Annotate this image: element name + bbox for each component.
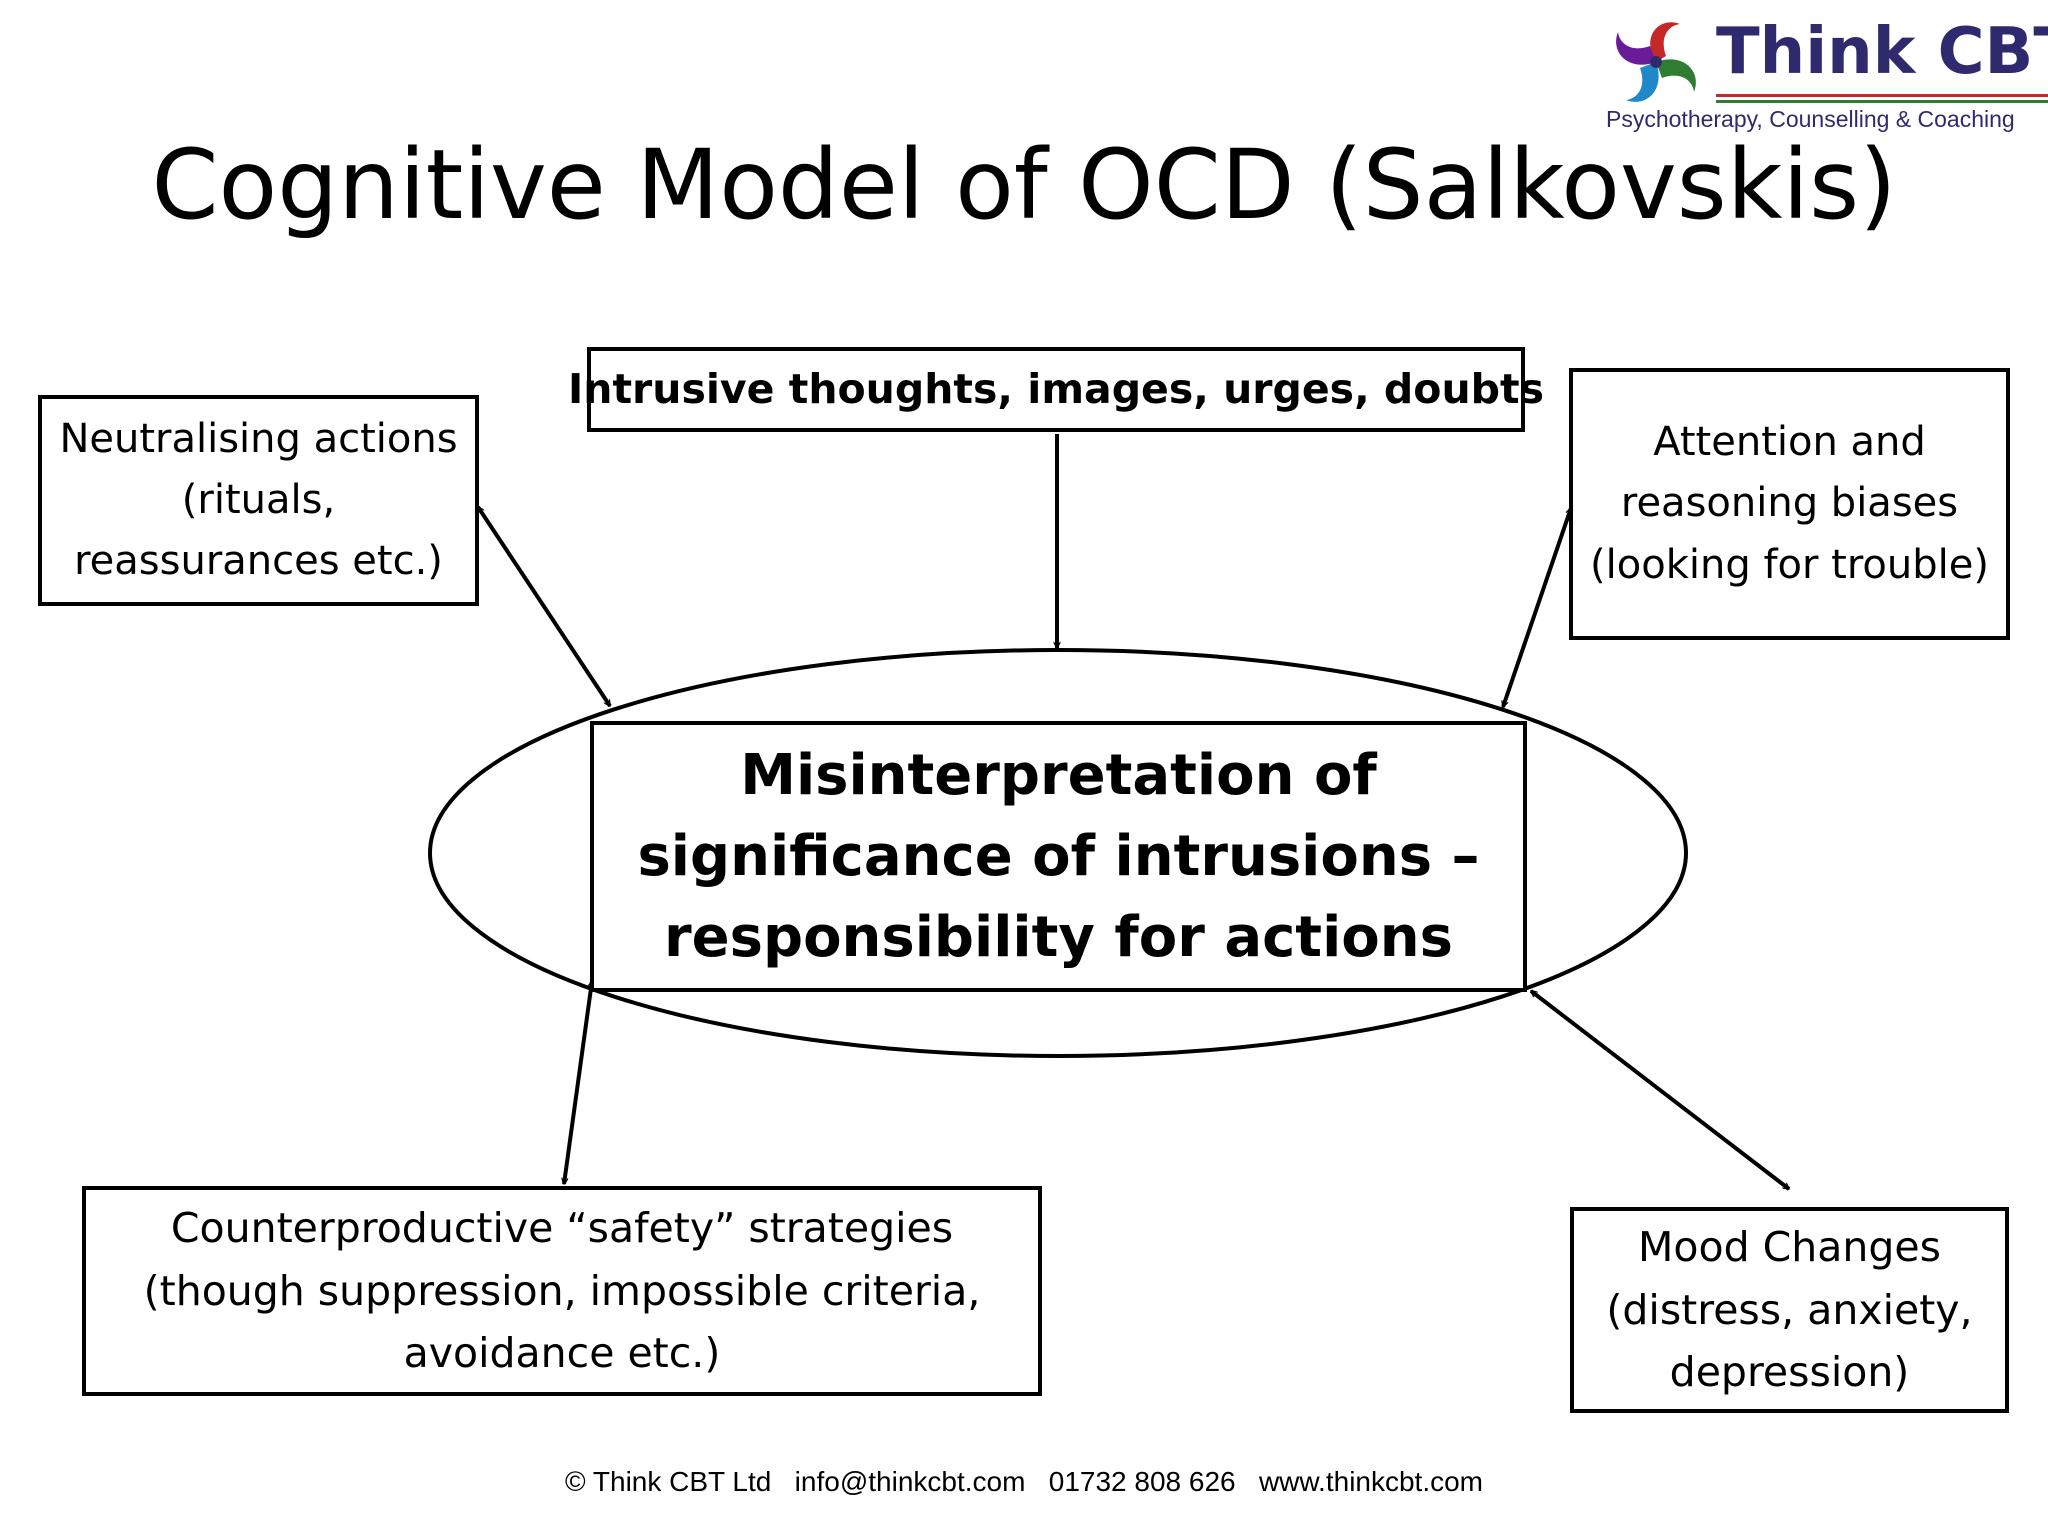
node-safety-strategies-label: Counterproductive “safety” strategies (t… (143, 1203, 981, 1378)
swirl-logo-icon (1616, 22, 1696, 102)
brand-logo: Think CBT Psychotherapy, Counselling & C… (1600, 6, 2048, 132)
node-attention-biases-label: Attention and reasoning biases (looking … (1590, 419, 1989, 588)
page-title: Cognitive Model of OCD (Salkovskis) (151, 129, 1897, 241)
brand-tagline: Psychotherapy, Counselling & Coaching (1606, 106, 2015, 132)
footer-contact: © Think CBT Ltd info@thinkcbt.com 01732 … (564, 1466, 1484, 1497)
arrow-attention-core (1501, 508, 1573, 707)
brand-rule-green (1716, 100, 2048, 103)
node-neutralising-actions: Neutralising actions (rituals, reassuran… (38, 395, 479, 606)
brand-name: Think CBT (1716, 15, 2048, 89)
arrow-neutralising-core (476, 507, 612, 706)
node-attention-biases: Attention and reasoning biases (looking … (1569, 368, 2010, 640)
arrow-mood-core (1531, 989, 1789, 1191)
node-intrusive-thoughts-label: Intrusive thoughts, images, urges, doubt… (568, 365, 1544, 414)
node-neutralising-actions-label: Neutralising actions (rituals, reassuran… (59, 415, 458, 585)
arrow-safety-core (564, 981, 592, 1184)
node-safety-strategies: Counterproductive “safety” strategies (t… (82, 1186, 1042, 1396)
node-mood-changes: Mood Changes (distress, anxiety, depress… (1570, 1207, 2009, 1413)
core-ellipse (428, 648, 1688, 1058)
brand-rule-red (1716, 94, 2048, 97)
node-mood-changes-label: Mood Changes (distress, anxiety, depress… (1606, 1222, 1973, 1397)
node-intrusive-thoughts: Intrusive thoughts, images, urges, doubt… (568, 347, 1544, 432)
node-misinterpretation-label: Misinterpretation of significance of int… (637, 742, 1480, 971)
node-misinterpretation: Misinterpretation of significance of int… (590, 721, 1527, 992)
